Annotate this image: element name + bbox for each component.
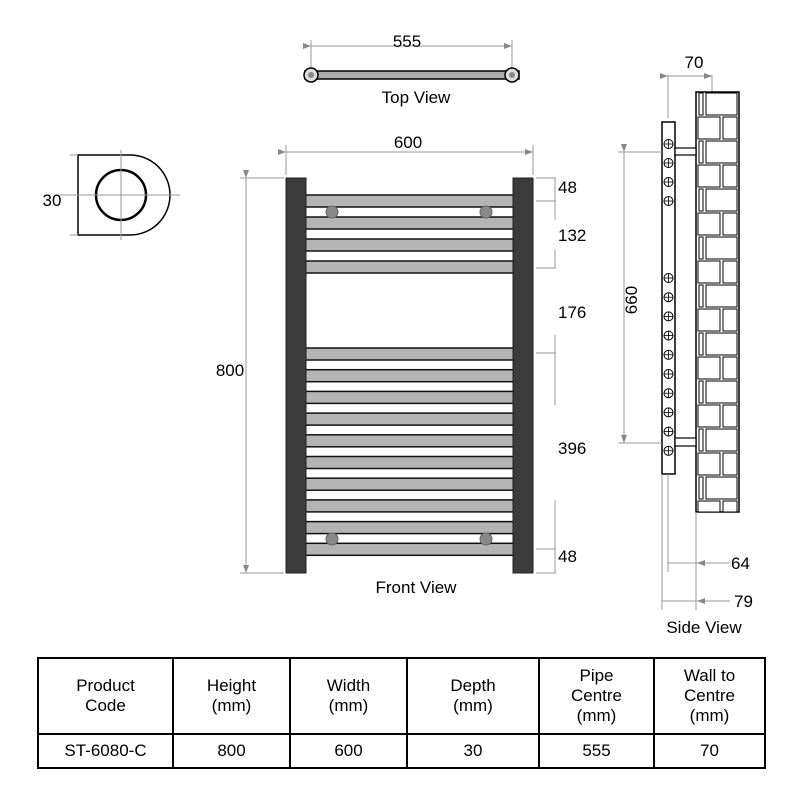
towel-rail xyxy=(299,412,521,426)
offset-79-label: 79 xyxy=(734,592,753,611)
rail-end-circle xyxy=(663,407,674,418)
rail-end-circle xyxy=(663,369,674,379)
valve-bottom-left xyxy=(325,532,339,546)
rail-end-circle xyxy=(663,158,674,168)
towel-rail xyxy=(299,347,521,361)
end-view: 30 xyxy=(43,150,180,240)
rail-end-circle xyxy=(663,349,674,360)
towel-rail xyxy=(299,260,521,274)
rail-end-circle xyxy=(663,426,674,437)
valve-top-left xyxy=(325,205,339,219)
technical-drawing: 555 Top View 30 600 800 xyxy=(43,32,753,637)
towel-rail xyxy=(299,520,521,535)
rail-end-circle xyxy=(663,311,674,322)
rail-end-circle xyxy=(663,445,674,456)
towel-rail xyxy=(299,477,521,491)
valve-bottom-right xyxy=(479,532,493,546)
offset-64-label: 64 xyxy=(731,554,750,573)
pipe-centre-label: 555 xyxy=(393,32,421,51)
side-view-label: Side View xyxy=(666,618,742,637)
top-view: 555 Top View xyxy=(303,32,520,107)
right-side-bar xyxy=(512,177,534,574)
rail-end-circle xyxy=(663,196,674,206)
front-view: 600 800 48 132 176 396 48 Front View xyxy=(216,133,587,597)
cell-width: 600 xyxy=(289,733,408,769)
header-width: Width(mm) xyxy=(289,657,408,735)
cell-depth: 30 xyxy=(406,733,540,769)
cell-product-code: ST-6080-C xyxy=(37,733,174,769)
bracket-top xyxy=(674,147,697,156)
rail-end-circle xyxy=(663,292,674,303)
front-view-label: Front View xyxy=(376,578,458,597)
towel-rail xyxy=(299,216,521,230)
towel-rail xyxy=(299,194,521,208)
towel-rail xyxy=(299,455,521,470)
wall-to-centre-label: 70 xyxy=(685,53,704,72)
cell-wall-to-centre: 70 xyxy=(653,733,766,769)
header-height: Height(mm) xyxy=(172,657,291,735)
left-side-bar xyxy=(285,177,307,574)
spacing-gap: 176 xyxy=(558,303,586,322)
depth-label: 30 xyxy=(43,191,62,210)
spacing-lower: 396 xyxy=(558,439,586,458)
rail-end-circle xyxy=(663,139,674,149)
side-view: 70 660 64 79 Side View xyxy=(618,53,753,637)
towel-rail xyxy=(299,434,521,448)
bracket-bottom xyxy=(674,437,697,447)
rail-end-circle xyxy=(663,330,674,341)
header-depth: Depth(mm) xyxy=(406,657,540,735)
towel-rail xyxy=(299,499,521,513)
height-label: 800 xyxy=(216,361,244,380)
table-row: ST-6080-C 800 600 30 555 70 xyxy=(37,733,766,769)
top-view-label: Top View xyxy=(382,88,451,107)
pipe-centres-label: 660 xyxy=(622,286,641,314)
wall xyxy=(695,91,740,513)
rail-end-circle xyxy=(663,273,674,283)
towel-rail xyxy=(299,238,521,252)
rail-end-circle xyxy=(663,388,674,399)
rail-end-circle xyxy=(663,177,674,187)
cell-height: 800 xyxy=(172,733,291,769)
width-label: 600 xyxy=(394,133,422,152)
top-view-rail xyxy=(304,70,520,80)
spacing-upper: 132 xyxy=(558,226,586,245)
cell-pipe-centre: 555 xyxy=(538,733,655,769)
spacing-bottom: 48 xyxy=(558,547,577,566)
valve-top-right xyxy=(479,205,493,219)
spacing-top: 48 xyxy=(558,178,577,197)
towel-rail xyxy=(299,390,521,405)
towel-rail xyxy=(299,368,521,383)
